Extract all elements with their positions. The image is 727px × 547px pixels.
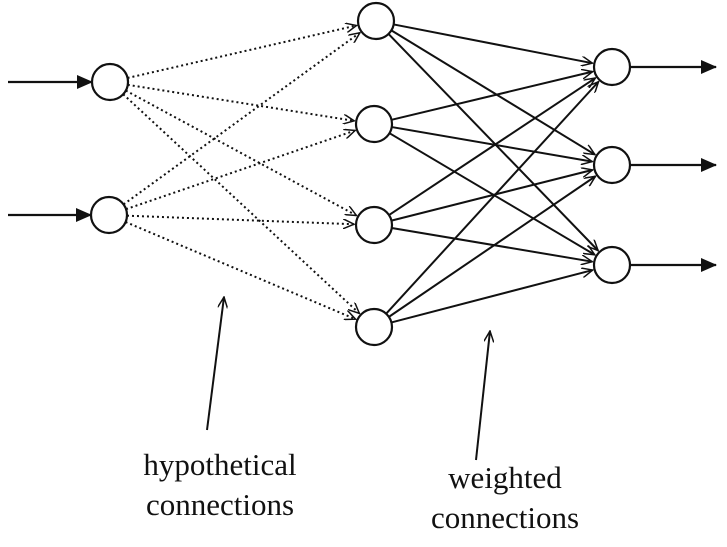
- weighted-connection: [391, 226, 593, 262]
- weighted-connection: [388, 78, 595, 216]
- label-line: connections: [145, 487, 295, 522]
- weighted-connection: [391, 72, 593, 121]
- hypothetical-connection: [122, 33, 360, 206]
- weighted-pointer-arrow: [475, 331, 490, 461]
- weighted-connection: [391, 270, 592, 324]
- hypothetical-connection: [127, 25, 357, 79]
- weighted-connection: [390, 29, 595, 154]
- weighted-connection: [385, 82, 598, 315]
- hypothetical-connection: [125, 221, 356, 319]
- weighted-connections-label: weighted connections: [405, 458, 605, 538]
- label-line: hypothetical: [143, 447, 297, 482]
- input-node: [89, 195, 129, 235]
- weighted-connection: [388, 132, 594, 255]
- weighted-connection: [393, 23, 593, 63]
- weighted-connection: [391, 126, 593, 162]
- output-node: [592, 245, 632, 285]
- hypothetical-connection: [125, 89, 357, 217]
- hypothetical-connection: [126, 214, 354, 225]
- output-node: [592, 47, 632, 87]
- hidden-node: [356, 1, 396, 41]
- hypothetical-connections-label: hypothetical connections: [120, 445, 320, 525]
- hidden-node: [354, 205, 394, 245]
- weighted-connection: [391, 170, 592, 222]
- hypothetical-connection: [127, 83, 354, 121]
- output-node: [592, 145, 632, 185]
- weighted-connection: [388, 176, 596, 318]
- hidden-node: [354, 307, 394, 347]
- hypothetical-pointer-arrow: [206, 297, 224, 431]
- input-node: [90, 62, 130, 102]
- hidden-node: [354, 104, 394, 144]
- label-line: connections: [430, 500, 580, 535]
- weighted-connection: [387, 33, 599, 251]
- label-line: weighted: [448, 460, 562, 495]
- hypothetical-connection: [122, 93, 359, 313]
- hypothetical-connection: [125, 130, 355, 211]
